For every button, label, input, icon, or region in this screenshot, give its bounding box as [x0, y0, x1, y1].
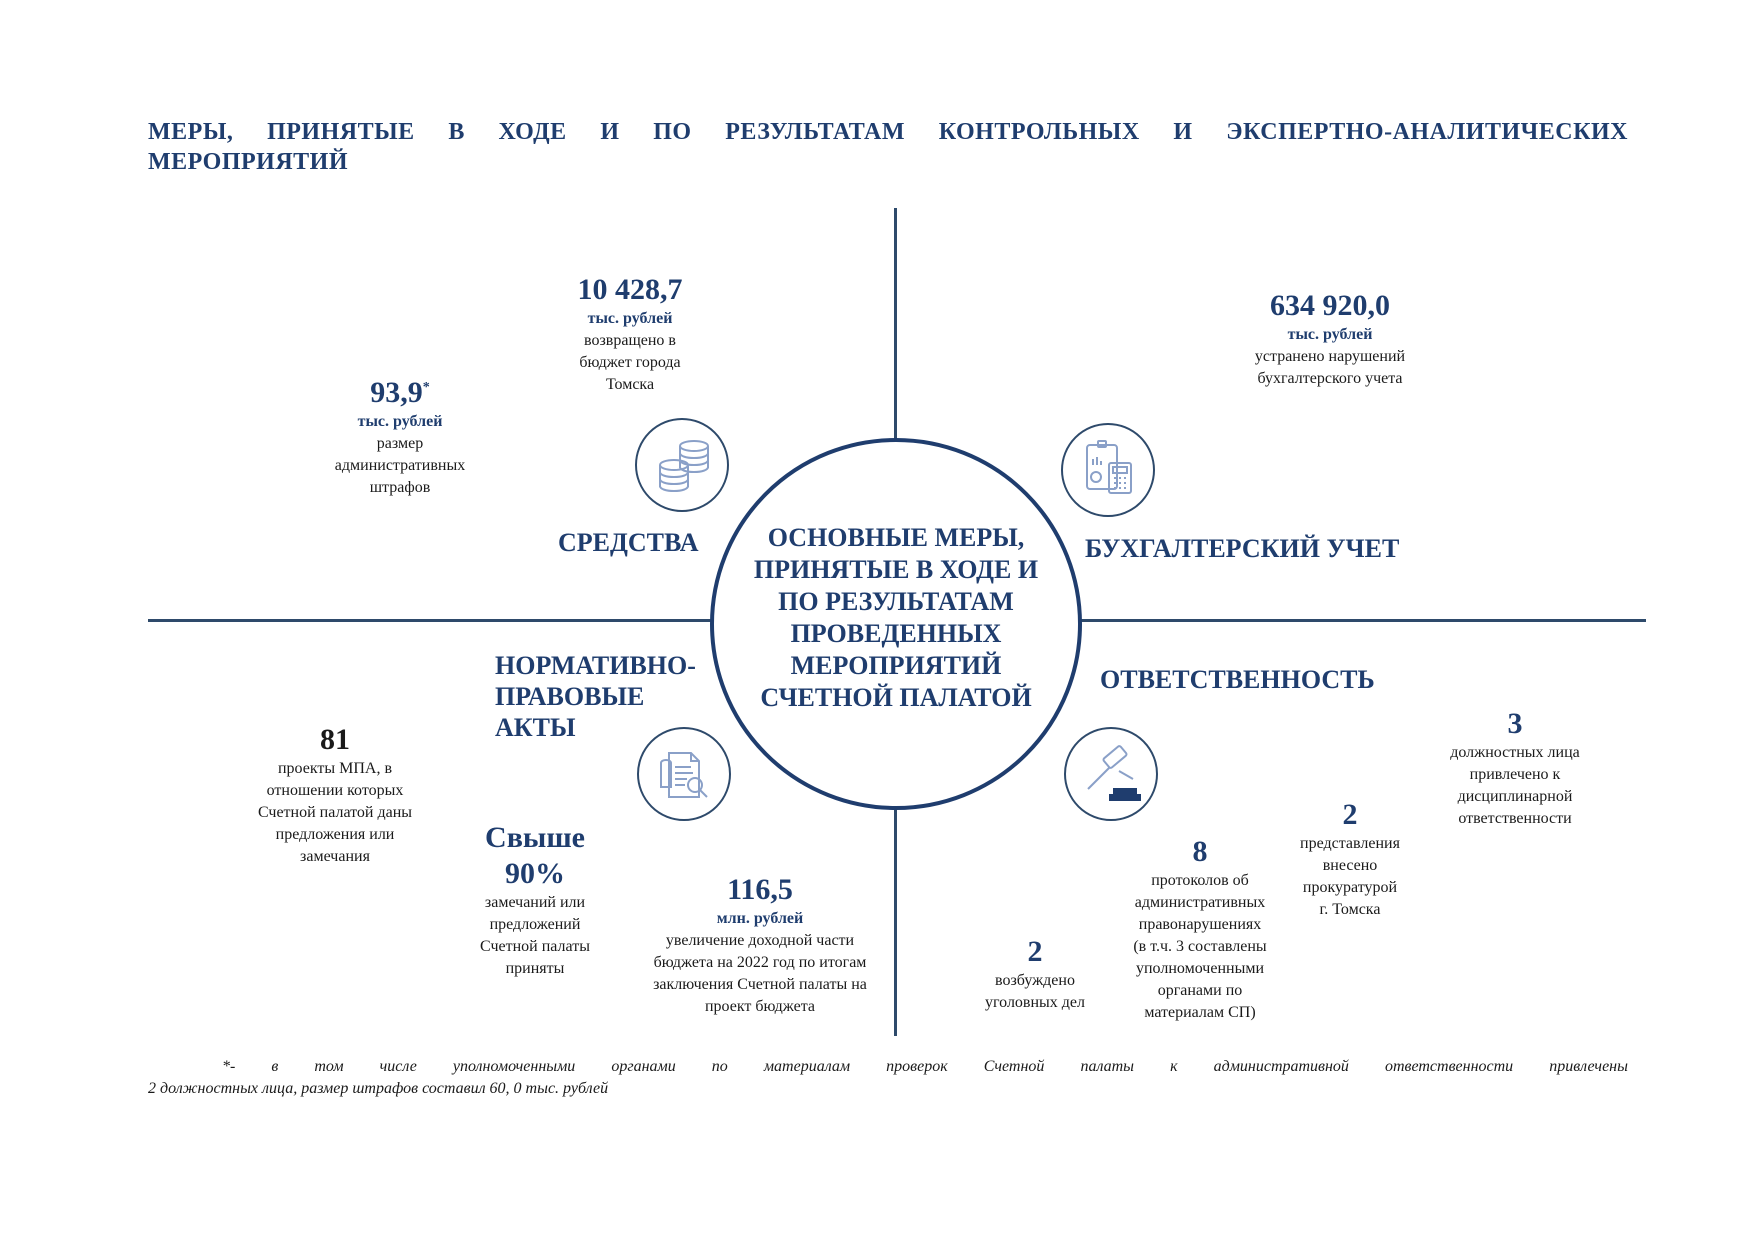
center-text: ОСНОВНЫЕ МЕРЫ, ПРИНЯТЫЕ В ХОДЕ И ПО РЕЗУ…	[753, 523, 1039, 712]
stat-budget-income-increase: 116,5 млн. рублей увеличение доходной ча…	[653, 873, 867, 1015]
footnote: *- в том числе уполномоченными органами …	[148, 1056, 1628, 1100]
calculator-report-icon	[1061, 423, 1155, 517]
footnote-line-1: *- в том числе уполномоченными органами …	[222, 1058, 1628, 1075]
document-magnifier-icon	[637, 727, 731, 821]
stat-prosecutor-representations: 2 представления внесено прокуратурой г. …	[1300, 798, 1400, 918]
page-title: МЕРЫ, ПРИНЯТЫЕ В ХОДЕ И ПО РЕЗУЛЬТАТАМ К…	[148, 117, 1628, 177]
title-line-1: МЕРЫ, ПРИНЯТЫЕ В ХОДЕ И ПО РЕЗУЛЬТАТАМ К…	[148, 119, 1628, 145]
vertical-line-top	[894, 208, 897, 440]
stat-over-90-percent: Свыше 90% замечаний или предложений Счет…	[480, 821, 590, 977]
stat-disciplinary-officials: 3 должностных лица привлечено к дисципли…	[1450, 707, 1580, 827]
section-legal-acts: НОРМАТИВНО- ПРАВОВЫЕ АКТЫ	[495, 651, 696, 742]
horizontal-line-right	[1080, 619, 1646, 622]
stat-mpa-projects: 81 проекты МПА, в отношении которых Счет…	[257, 723, 413, 865]
section-responsibility: ОТВЕТСТВЕННОСТЬ	[1100, 665, 1375, 694]
title-line-2: МЕРОПРИЯТИЙ	[148, 149, 349, 175]
stat-administrative-fines: 93,9* тыс. рублей размер административны…	[334, 376, 466, 496]
footnote-line-2: 2 должностных лица, размер штрафов соста…	[148, 1080, 609, 1097]
center-circle	[710, 438, 1082, 810]
section-accounting: БУХГАЛТЕРСКИЙ УЧЕТ	[1085, 534, 1400, 563]
stat-criminal-cases: 2 возбуждено уголовных дел	[984, 935, 1086, 1011]
gavel-icon	[1064, 727, 1158, 821]
stat-accounting-violations: 634 920,0 тыс. рублей устранено нарушени…	[1254, 289, 1406, 387]
horizontal-line-left	[148, 619, 712, 622]
vertical-line-bottom	[894, 808, 897, 1036]
section-funds: СРЕДСТВА	[558, 528, 699, 557]
coins-stack-icon	[635, 418, 729, 512]
stat-administrative-protocols: 8 протоколов об административных правона…	[1133, 835, 1267, 1021]
stat-returned-to-budget: 10 428,7 тыс. рублей возвращено в бюджет…	[577, 273, 683, 393]
